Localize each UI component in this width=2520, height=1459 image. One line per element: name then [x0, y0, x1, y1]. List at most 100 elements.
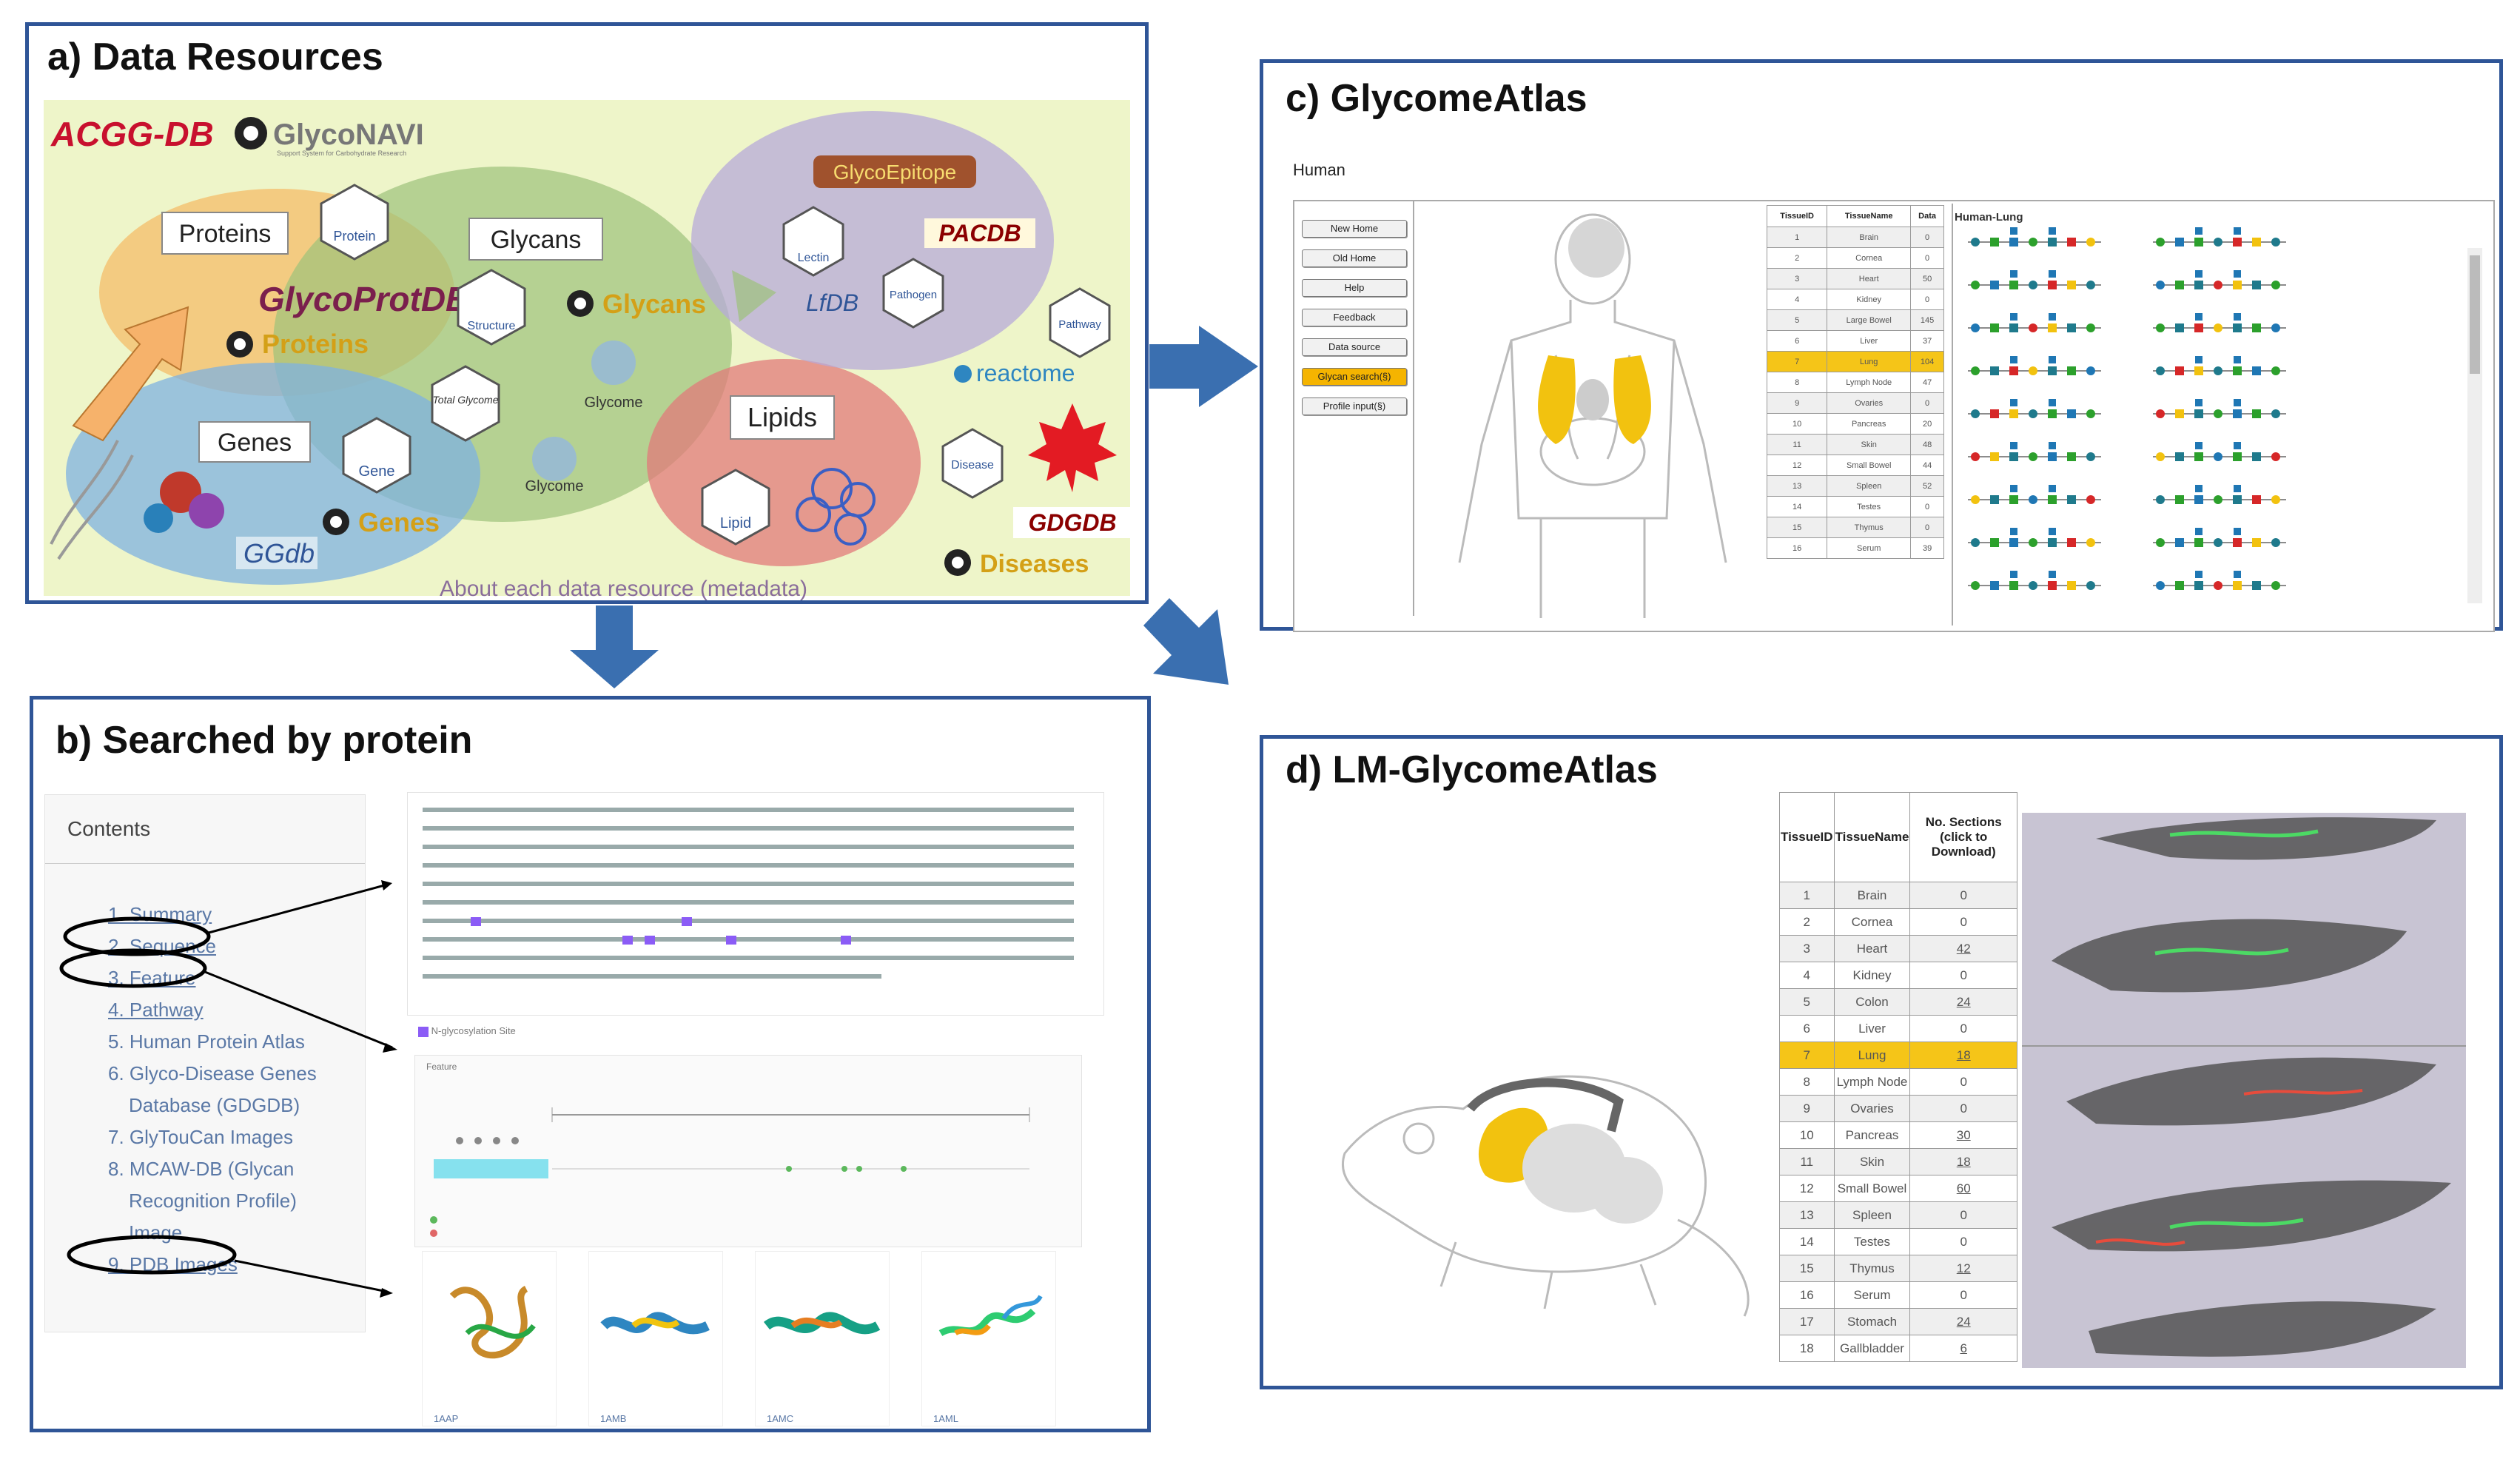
toc-gdgdb-cont[interactable]: Database (GDGDB)	[129, 1094, 300, 1116]
glycans-label: Glycans	[491, 226, 582, 254]
table-cell[interactable]: 18	[1909, 1148, 2017, 1175]
glycan-scrollbar[interactable]	[2467, 248, 2482, 603]
table-header: TissueID	[1779, 792, 1835, 882]
glycan-structure	[1968, 270, 2101, 289]
table-cell: Liver	[1833, 1015, 1911, 1042]
toc-mcaw-db-cont[interactable]: Recognition Profile)	[129, 1190, 297, 1212]
atlas-nav-button[interactable]: Old Home	[1302, 249, 1407, 267]
toc-summary[interactable]: 1. Summary	[108, 903, 212, 925]
pdb-card[interactable]: 1AMB	[588, 1251, 723, 1426]
glycome2-icon: Glycome	[525, 437, 583, 494]
pdb-id: 1AMB	[600, 1413, 627, 1424]
toc-gdgdb[interactable]: 6. Glyco-Disease Genes	[108, 1062, 317, 1084]
input-arrow-icon	[72, 306, 189, 442]
table-cell[interactable]: 24	[1909, 988, 2017, 1016]
table-cell[interactable]: 30	[1909, 1121, 2017, 1149]
table-cell[interactable]: 6	[1909, 1335, 2017, 1362]
table-cell: 12	[1779, 1175, 1835, 1202]
atlas-nav-button[interactable]: New Home	[1302, 220, 1407, 238]
table-cell: 0	[1909, 1068, 2017, 1096]
table-cell[interactable]: 42	[1909, 935, 2017, 962]
table-header: No. Sections (click to Download)	[1909, 792, 2017, 882]
sequence-section	[407, 792, 1104, 1016]
arrow-a-to-d	[1143, 598, 1229, 685]
toc-human-protein-atlas[interactable]: 5. Human Protein Atlas	[108, 1030, 305, 1053]
mouse-illustration	[1341, 1075, 1750, 1317]
toc-pathway[interactable]: 4. Pathway	[108, 999, 204, 1021]
atlas-nav-button[interactable]: Help	[1302, 279, 1407, 297]
pdb-card[interactable]: 1AAP	[422, 1251, 557, 1426]
panel-a-title: a) Data Resources	[47, 36, 383, 78]
pdb-highlight-oval	[67, 1235, 237, 1275]
glycan-structure	[2153, 442, 2286, 461]
atlas-nav-button[interactable]: Data source	[1302, 338, 1407, 356]
protein-resource-icon: Protein	[320, 184, 389, 261]
atlas-nav-button[interactable]: Feedback	[1302, 309, 1407, 326]
toc-annotations	[59, 880, 397, 1298]
table-cell: 15	[1779, 1255, 1835, 1282]
atlas-nav-button[interactable]: Profile input(§)	[1302, 398, 1407, 415]
svg-text:Disease: Disease	[951, 459, 994, 472]
table-header: TissueName	[1833, 792, 1911, 882]
pdb-card[interactable]: 1AMC	[755, 1251, 890, 1426]
toc-mcaw-db-image[interactable]: Image	[129, 1221, 183, 1244]
table-cell[interactable]: 24	[1909, 1308, 2017, 1335]
table-cell[interactable]: 18	[1909, 1042, 2017, 1069]
glycan-structure	[2153, 227, 2286, 246]
lipid-structure-icon	[796, 468, 876, 546]
pdb-card[interactable]: 1AML	[921, 1251, 1056, 1426]
table-cell[interactable]: 60	[1909, 1175, 2017, 1202]
table-cell: Skin	[1833, 1148, 1911, 1175]
table-cell: 0	[1909, 962, 2017, 989]
toc-glytoucan-images[interactable]: 7. GlyTouCan Images	[108, 1126, 294, 1148]
svg-text:Structure: Structure	[468, 320, 516, 332]
atlas-nav-button[interactable]: Glycan search(§)	[1302, 368, 1407, 386]
table-cell: 4	[1766, 289, 1828, 310]
table-cell: 18	[1779, 1335, 1835, 1362]
table-cell: Lymph Node	[1833, 1068, 1911, 1096]
glycan-structure	[1968, 399, 2101, 418]
table-cell: 2	[1766, 247, 1828, 269]
gene-map-icon	[144, 472, 224, 533]
table-cell[interactable]: 12	[1909, 1255, 2017, 1282]
toc-mcaw-db[interactable]: 8. MCAW-DB (Glycan	[108, 1158, 295, 1180]
glycan-structure	[1968, 356, 2101, 375]
glycoepitope-logo: GlycoEpitope	[833, 161, 957, 184]
table-cell: Stomach	[1833, 1308, 1911, 1335]
